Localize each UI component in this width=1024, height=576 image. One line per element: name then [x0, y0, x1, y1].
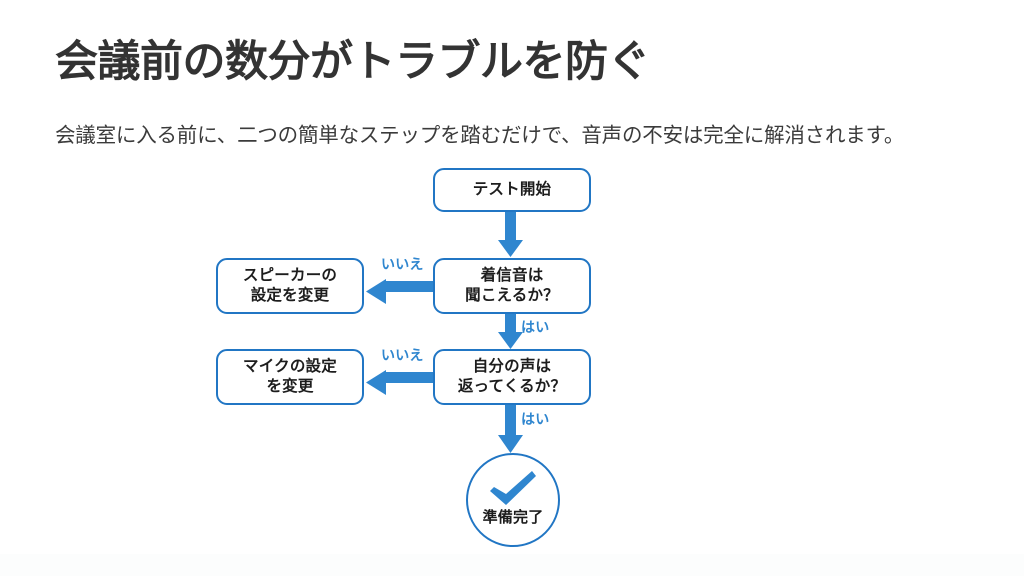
flow-node-fix-speaker[interactable]: スピーカーの 設定を変更 [216, 258, 364, 314]
arrow-start-to-question1 [498, 212, 523, 257]
page-title: 会議前の数分がトラブルを防ぐ [55, 38, 651, 86]
arrow-question2-to-fix2 [366, 370, 434, 395]
flow-node-fix-speaker-label: スピーカーの 設定を変更 [242, 267, 338, 304]
edge-label-no-voice: いいえ [381, 347, 424, 363]
edge-label-yes-ringtone: はい [521, 319, 550, 335]
flow-node-question-voice-label: 自分の声は 返ってくるか？ [457, 358, 567, 395]
arrow-question1-to-question2 [498, 314, 523, 349]
flowchart: テスト開始 着信音は 聞こえるか？ スピーカーの 設定を変更 自分の声は 返って… [0, 150, 1024, 576]
flow-node-question-ringtone[interactable]: 着信音は 聞こえるか？ [433, 258, 591, 314]
flow-node-fix-microphone-label: マイクの設定 を変更 [243, 358, 337, 395]
flow-node-start-label: テスト開始 [472, 181, 552, 199]
edge-label-yes-voice: はい [521, 411, 550, 427]
edge-label-no-ringtone: いいえ [381, 256, 424, 272]
flow-node-question-voice[interactable]: 自分の声は 返ってくるか？ [433, 349, 591, 405]
flow-node-start[interactable]: テスト開始 [433, 168, 591, 212]
flow-node-done-label: 準備完了 [482, 509, 544, 526]
flow-node-question-ringtone-label: 着信音は 聞こえるか？ [465, 267, 559, 304]
check-icon [490, 471, 536, 505]
flowchart-arrows [366, 212, 523, 453]
page-subtitle: 会議室に入る前に、二つの簡単なステップを踏むだけで、音声の不安は完全に解消されま… [55, 124, 905, 147]
flow-node-done[interactable]: 準備完了 [466, 453, 560, 547]
arrow-question2-to-done [498, 405, 523, 453]
flow-node-fix-microphone[interactable]: マイクの設定 を変更 [216, 349, 364, 405]
arrow-question1-to-fix1 [366, 279, 434, 304]
slide-bottom-band [0, 554, 1024, 576]
